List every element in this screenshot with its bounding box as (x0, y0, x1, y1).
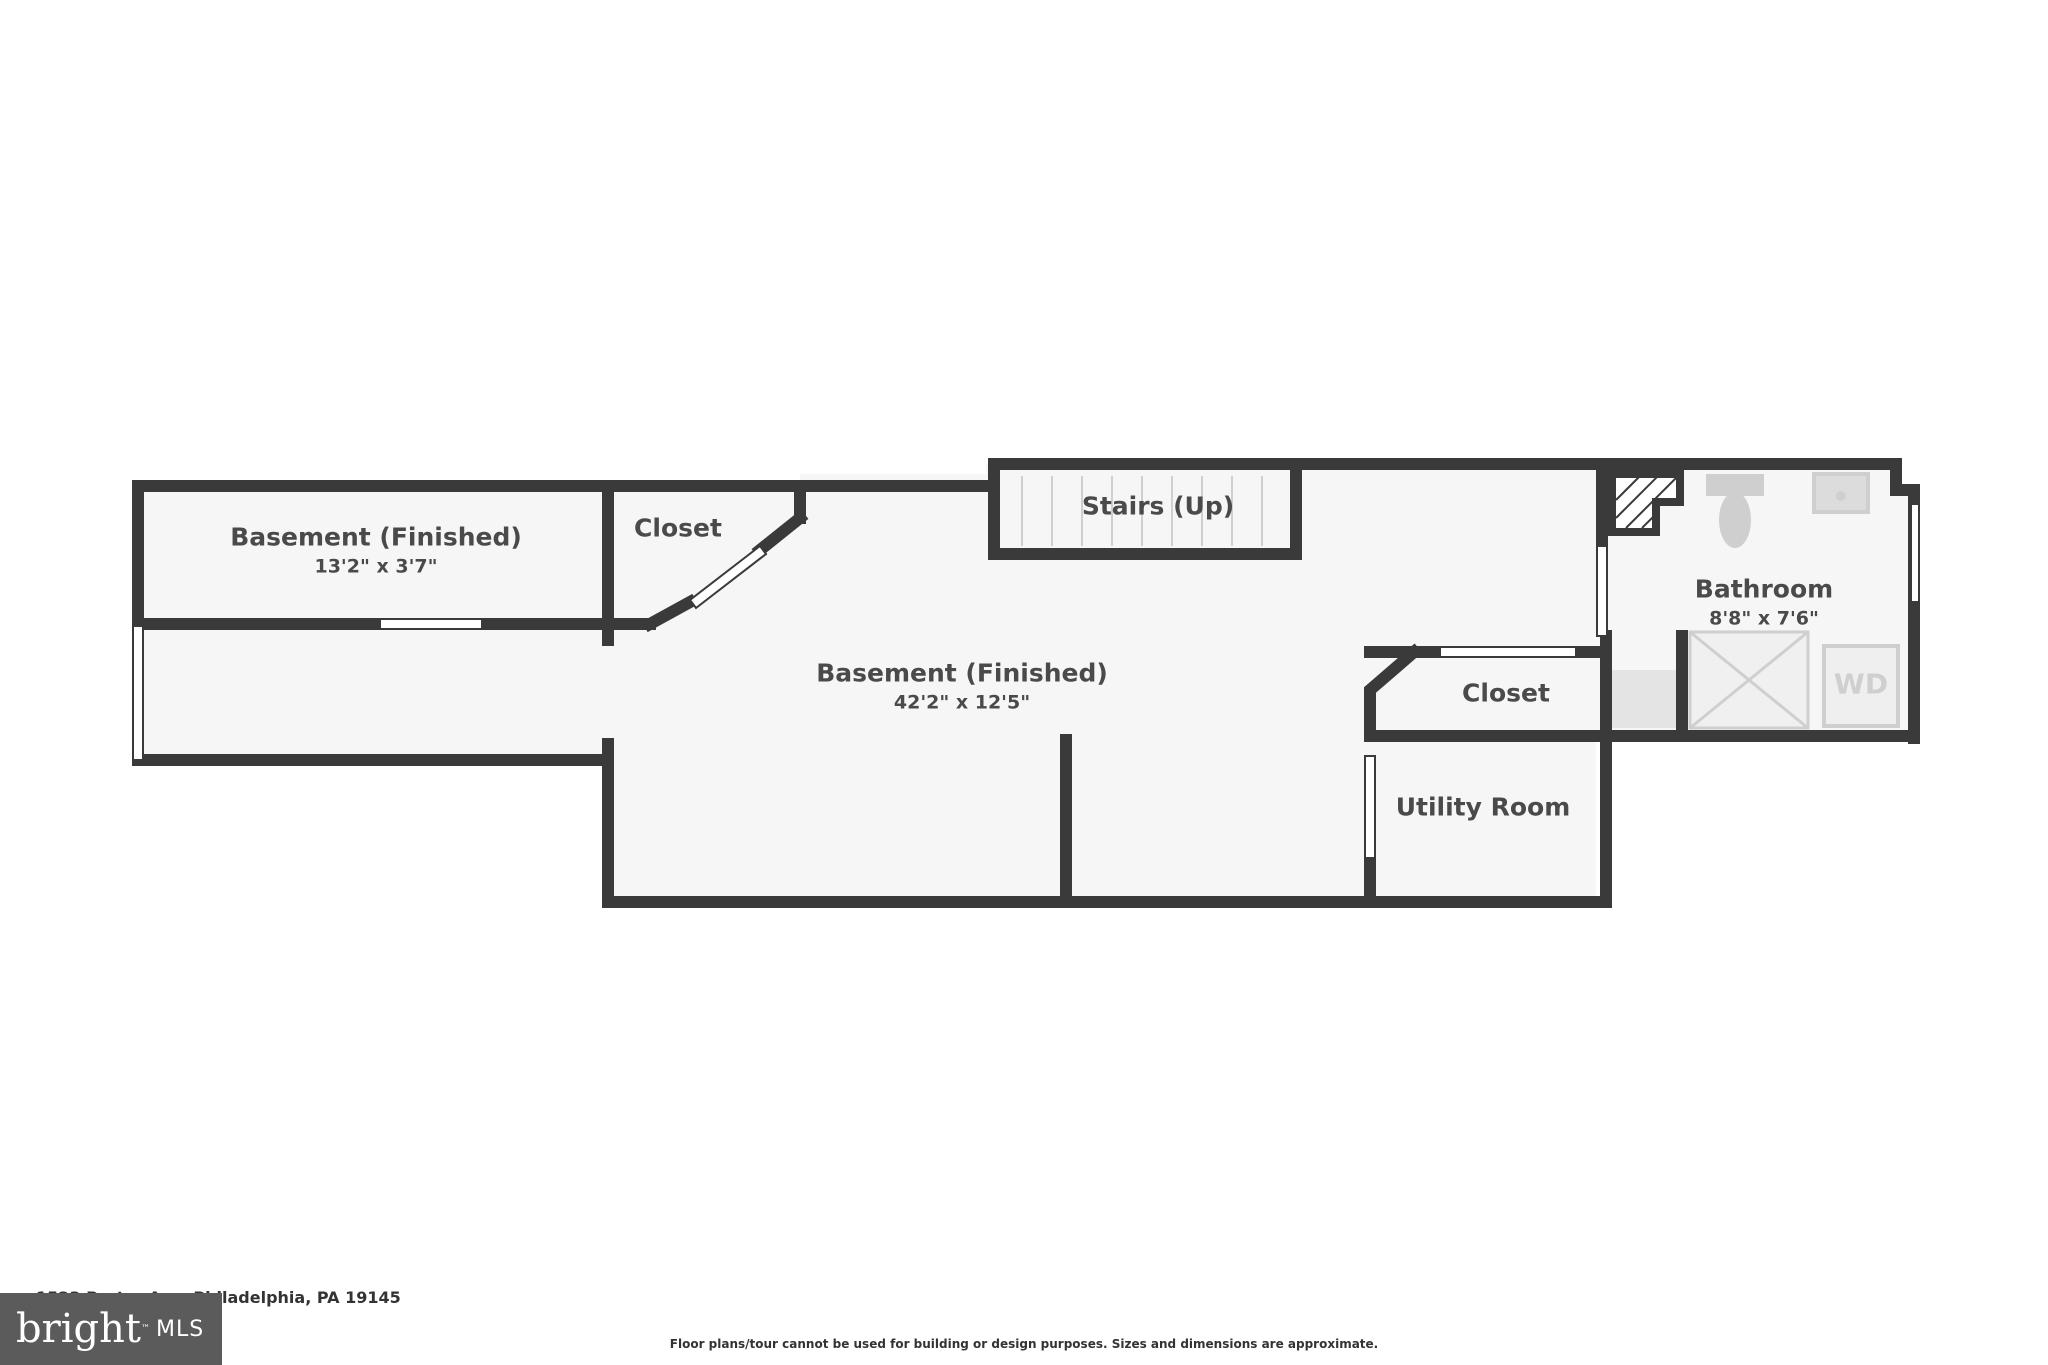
bath-counter (1610, 670, 1680, 728)
room-closet-right: Closet (1462, 679, 1550, 708)
room-basement-small: Basement (Finished) 13'2" x 3'7" (230, 523, 522, 578)
sink-icon (1812, 472, 1870, 514)
toilet-icon (1706, 474, 1764, 548)
stairs-treads (1021, 476, 1263, 546)
room-utility: Utility Room (1396, 793, 1571, 822)
room-name: Basement (Finished) (230, 522, 522, 552)
logo-suffix: MLS (155, 1316, 205, 1342)
room-name: Bathroom (1694, 574, 1834, 604)
room-dimensions: 42'2" x 12'5" (893, 691, 1031, 714)
room-stairs: Stairs (Up) (1082, 492, 1234, 521)
room-closet-left: Closet (634, 514, 722, 543)
logo-trademark: ™ (140, 1324, 150, 1334)
shower-icon (1688, 630, 1810, 730)
room-bathroom: Bathroom 8'8" x 7'6" (1695, 575, 1833, 630)
logo-brand: bright (16, 1306, 141, 1352)
openings (132, 503, 1920, 859)
disclaimer-text: Floor plans/tour cannot be used for buil… (669, 1337, 1379, 1351)
room-name: Basement (Finished) (816, 658, 1108, 688)
room-name: Closet (1462, 678, 1550, 708)
washer-dryer-label: WD (1833, 667, 1889, 701)
room-name: Closet (634, 513, 722, 543)
room-basement-main: Basement (Finished) 42'2" x 12'5" (816, 659, 1108, 714)
room-dimensions: 13'2" x 3'7" (314, 555, 438, 578)
floor-fill (144, 464, 1908, 898)
room-name: Utility Room (1395, 792, 1571, 822)
room-name: Stairs (Up) (1081, 491, 1235, 521)
chimney-icon (1608, 470, 1684, 536)
room-dimensions: 8'8" x 7'6" (1709, 607, 1819, 630)
walls (132, 458, 1920, 908)
washer-dryer-icon (1822, 644, 1900, 728)
